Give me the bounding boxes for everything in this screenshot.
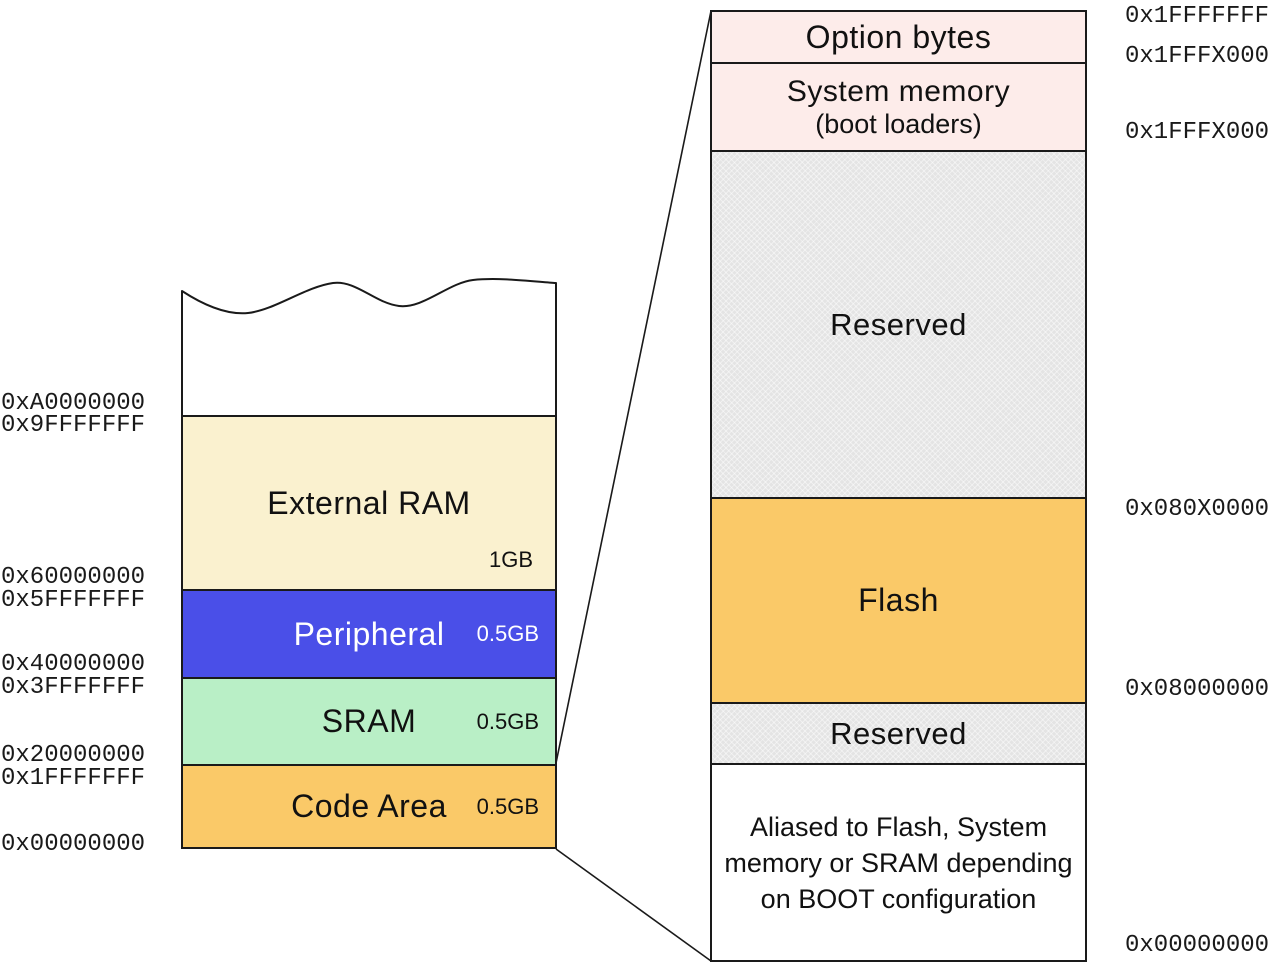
- aliased-text-line: memory or SRAM depending: [724, 847, 1073, 878]
- region-label: Code Area: [291, 788, 447, 824]
- address-label: 0x9FFFFFFF: [1, 412, 146, 439]
- address-label: 0x20000000: [1, 742, 146, 769]
- region-label: SRAM: [321, 703, 417, 739]
- region-size: 0.5GB: [476, 793, 539, 819]
- region-size: 1GB: [488, 547, 533, 572]
- region-label: Reserved: [830, 715, 967, 751]
- region-label: External RAM: [267, 484, 471, 521]
- address-label: 0x60000000: [1, 564, 146, 591]
- region-label: Flash: [858, 582, 939, 618]
- region-code-area: Code Area 0.5GB: [181, 764, 557, 849]
- wavy-top-edge: [181, 278, 557, 315]
- zoom-connector-bottom: [555, 848, 712, 962]
- region-label: Option bytes: [805, 18, 992, 55]
- address-label: 0x00000000: [1125, 932, 1270, 959]
- region-label: Peripheral: [293, 615, 445, 652]
- region-reserved-upper: Reserved: [710, 150, 1087, 499]
- region-sublabel: (boot loaders): [815, 109, 982, 139]
- address-label: 0x00000000: [1, 831, 146, 858]
- zoom-connector-top: [555, 10, 712, 764]
- region-aliased-boot: Aliased to Flash, System memory or SRAM …: [710, 763, 1087, 962]
- region-external-ram: External RAM 1GB: [181, 415, 557, 591]
- region-option-bytes: Option bytes: [710, 10, 1087, 64]
- address-label: 0x5FFFFFFF: [1, 587, 146, 614]
- address-label: 0x08000000: [1125, 676, 1270, 703]
- address-label: 0x1FFFFFFF: [1125, 3, 1270, 30]
- aliased-text-line: Aliased to Flash, System: [749, 811, 1048, 842]
- region-peripheral: Peripheral 0.5GB: [181, 589, 557, 679]
- region-size: 0.5GB: [476, 621, 539, 646]
- region-size: 0.5GB: [476, 708, 539, 734]
- address-label: 0x40000000: [1, 651, 146, 678]
- address-label: 0x3FFFFFFF: [1, 674, 146, 701]
- address-label: 0x1FFFX000: [1125, 119, 1270, 146]
- address-label: 0x1FFFX000: [1125, 43, 1270, 70]
- region-label: Reserved: [830, 306, 967, 342]
- address-label: 0x080X0000: [1125, 496, 1270, 523]
- region-system-memory: System memory (boot loaders): [710, 62, 1087, 152]
- address-label: 0x1FFFFFFF: [1, 765, 146, 792]
- region-sram: SRAM 0.5GB: [181, 677, 557, 766]
- region-flash: Flash: [710, 497, 1087, 704]
- address-label: 0xA0000000: [1, 390, 146, 417]
- region-label: System memory: [786, 75, 1011, 108]
- aliased-text-line: on BOOT configuration: [760, 883, 1037, 914]
- region-reserved-lower: Reserved: [710, 702, 1087, 765]
